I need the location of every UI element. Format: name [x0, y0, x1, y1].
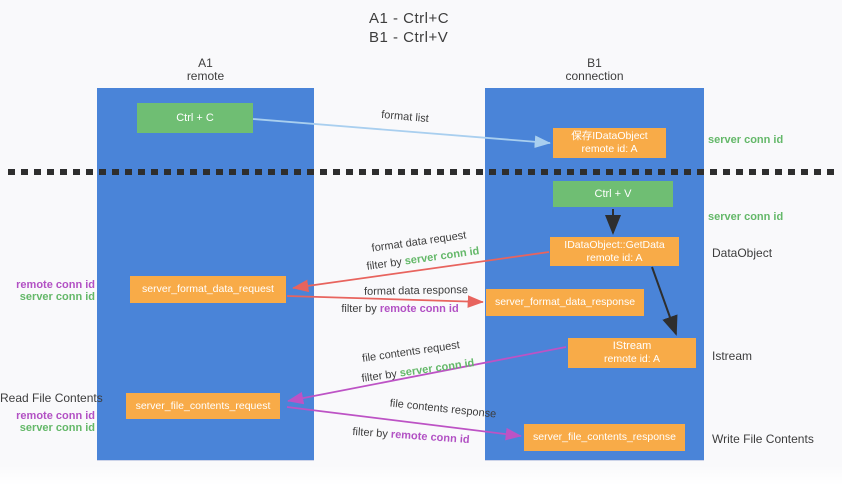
istream-label: Istream	[712, 349, 753, 363]
box-server-file-contents-request: server_file_contents_request	[126, 393, 280, 419]
left-conn-id-annotations-top: remote conn id server conn id	[0, 279, 95, 303]
filter-by-text: filter by	[341, 303, 380, 315]
remote-conn-id-key: remote conn id	[390, 428, 470, 447]
box-ctrl-v: Ctrl + V	[553, 181, 673, 207]
server-conn-id-label: server conn id	[19, 422, 95, 434]
filter-by-text: filter by	[360, 367, 401, 385]
server-conn-id-label-1: server conn id	[708, 134, 784, 146]
bottom-fade	[0, 465, 842, 485]
column-b1-subtitle: connection	[565, 69, 624, 83]
box-save-idataobject-line1: 保存IDataObject	[571, 130, 648, 142]
box-idataobject-getdata-line1: IDataObject::GetData	[564, 238, 665, 251]
server-conn-id-label: server conn id	[19, 291, 95, 303]
label-file-contents-response-filter: filter by remote conn id	[352, 426, 470, 446]
remote-conn-id-label: remote conn id	[16, 279, 95, 291]
box-server-format-data-response-label: server_format_data_response	[494, 296, 636, 308]
diagram-title: A1 - Ctrl+C B1 - Ctrl+V	[369, 9, 449, 47]
box-server-format-data-request-label: server_format_data_request	[142, 283, 274, 295]
title-line-2: B1 - Ctrl+V	[369, 29, 449, 46]
box-server-format-data-response: server_format_data_response	[486, 289, 644, 316]
box-idataobject-getdata: IDataObject::GetData remote id: A	[550, 237, 679, 266]
remote-conn-id-label: remote conn id	[16, 410, 95, 422]
dotted-separator-line	[8, 169, 834, 175]
box-server-format-data-request: server_format_data_request	[130, 276, 286, 303]
box-ctrl-c: Ctrl + C	[137, 103, 253, 133]
label-format-data-response: format data response	[363, 284, 469, 298]
box-istream: IStream remote id: A	[568, 338, 696, 368]
label-format-data-response-filter: filter by remote conn id	[341, 303, 458, 315]
label-format-list: format list	[380, 108, 430, 126]
column-a1-subtitle: remote	[186, 69, 225, 83]
label-file-contents-response: file contents response	[389, 397, 497, 421]
write-file-contents-label: Write File Contents	[712, 432, 814, 446]
column-header-b1: B1 connection	[485, 57, 704, 83]
box-server-file-contents-response: server_file_contents_response	[524, 424, 685, 451]
column-header-a1: A1 remote	[97, 57, 314, 83]
box-save-idataobject-line2: remote id: A	[581, 143, 638, 155]
title-line-1: A1 - Ctrl+C	[369, 10, 450, 27]
server-conn-id-key: server conn id	[398, 357, 476, 380]
read-file-contents-label: Read File Contents	[0, 391, 103, 405]
column-b1-name: B1	[587, 56, 602, 70]
box-ctrl-c-label: Ctrl + C	[176, 111, 214, 124]
dataobject-label: DataObject	[712, 246, 773, 260]
box-istream-line1: IStream	[612, 340, 652, 352]
left-read-file-annotations: Read File Contents remote conn id server…	[0, 391, 103, 434]
box-ctrl-v-label: Ctrl + V	[594, 187, 632, 200]
column-a1-name: A1	[198, 56, 213, 70]
box-server-file-contents-response-label: server_file_contents_response	[532, 431, 676, 443]
remote-conn-id-key: remote conn id	[379, 303, 459, 315]
filter-by-text: filter by	[365, 255, 406, 273]
box-istream-line2: remote id: A	[603, 353, 661, 365]
box-idataobject-getdata-line2: remote id: A	[586, 251, 643, 264]
filter-by-text: filter by	[352, 425, 392, 441]
server-conn-id-label-2: server conn id	[708, 211, 784, 223]
box-server-file-contents-request-label: server_file_contents_request	[135, 399, 271, 412]
box-save-idataobject: 保存IDataObject remote id: A	[553, 128, 666, 158]
